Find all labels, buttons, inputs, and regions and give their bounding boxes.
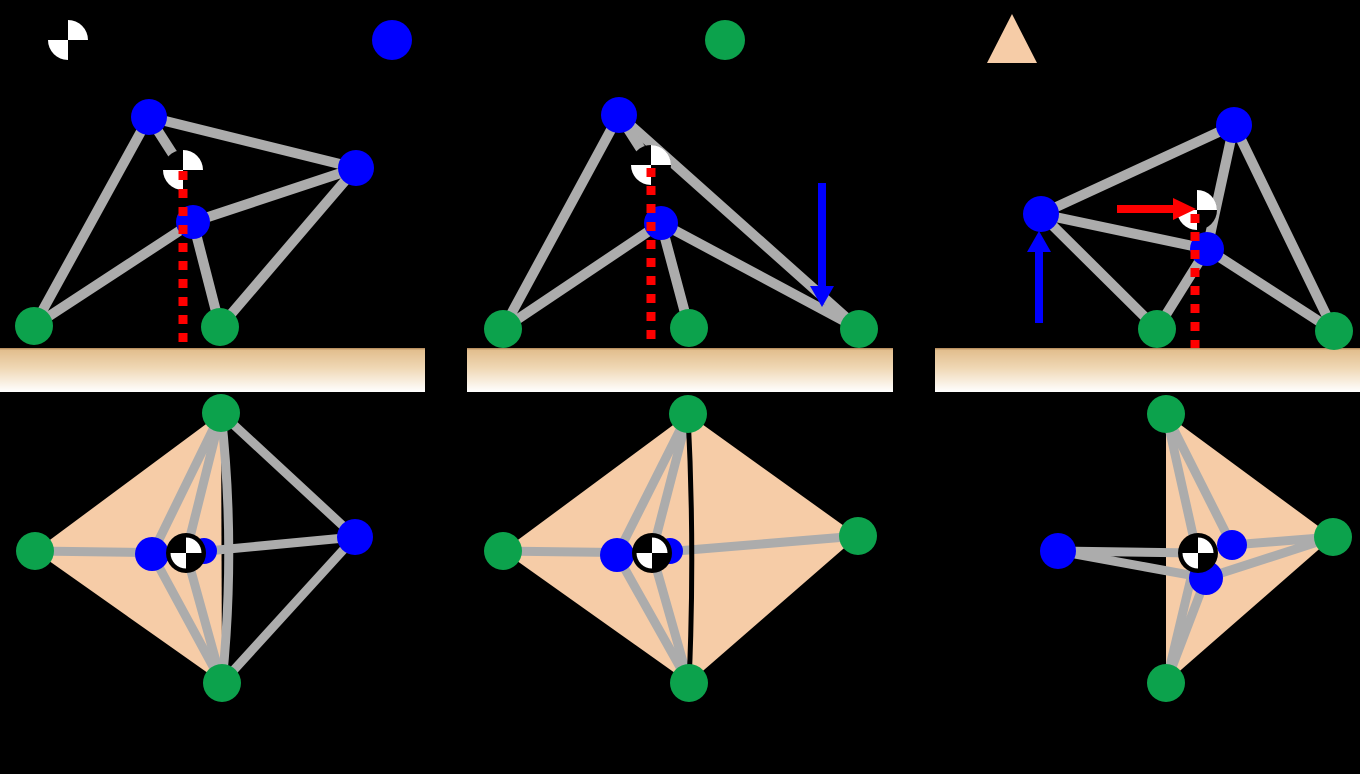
robot-edge <box>218 533 359 687</box>
foot-node <box>839 517 877 555</box>
foot-node <box>15 307 53 345</box>
foot-node <box>1315 312 1353 350</box>
robot-edge <box>658 218 862 334</box>
foot-node <box>670 309 708 347</box>
robot-edge <box>1229 122 1339 334</box>
foot-node <box>669 395 707 433</box>
foot-node <box>202 394 240 432</box>
com-marker <box>1178 533 1218 573</box>
com-wedge-white <box>1182 553 1198 569</box>
robot-edge <box>500 218 664 334</box>
side-view-1 <box>0 99 425 392</box>
robot-edge <box>216 164 360 331</box>
com-marker <box>166 533 206 573</box>
body-node <box>337 519 373 555</box>
robot-edge <box>1202 123 1239 251</box>
robot-edge <box>1161 413 1202 554</box>
foot-node <box>16 532 54 570</box>
lift-up-arrow <box>1027 231 1051 323</box>
diagonal-line <box>216 412 234 684</box>
foot-node <box>201 308 239 346</box>
robot-edge <box>1037 210 1161 333</box>
robot-edge <box>217 409 359 541</box>
robot-edge <box>191 163 358 227</box>
com-wedge-white <box>170 553 186 569</box>
robot-edge <box>1057 546 1207 583</box>
com-wedge-white <box>1197 190 1217 210</box>
body-node <box>135 537 169 571</box>
body-node <box>644 206 678 240</box>
legend-com-icon <box>48 20 88 60</box>
robot-edge <box>1039 209 1209 254</box>
robot-edge <box>181 551 227 685</box>
com-wedge-white <box>631 165 651 185</box>
com-wedge-white <box>651 145 671 165</box>
side-view-2 <box>467 97 893 392</box>
body-node <box>1216 107 1252 143</box>
foot-node <box>840 310 878 348</box>
top-view-1 <box>16 394 373 702</box>
com-wedge-white <box>1198 537 1214 553</box>
robot-edge <box>148 551 226 686</box>
body-node <box>601 97 637 133</box>
robot-edge <box>1204 532 1335 583</box>
robot-edge <box>181 411 226 555</box>
top-view-2 <box>484 395 877 702</box>
robot-edge <box>1204 244 1337 336</box>
body-node <box>600 538 634 572</box>
com-wedge-white <box>163 170 183 190</box>
body-node <box>1217 530 1247 560</box>
ground <box>467 348 893 392</box>
foot-node <box>1314 518 1352 556</box>
com-wedge-white <box>183 150 203 170</box>
foot-node <box>1147 664 1185 702</box>
robot-edge <box>651 531 859 558</box>
foot-node <box>203 664 241 702</box>
ground <box>935 348 1360 392</box>
legend-body-node-icon <box>372 20 412 60</box>
com-shift-arrow <box>1117 198 1196 220</box>
com-marker <box>163 150 203 190</box>
body-node <box>1023 196 1059 232</box>
com-wedge-white <box>636 553 652 569</box>
legend <box>48 14 1037 63</box>
support-polygon <box>1166 414 1333 683</box>
legend-foot-node-icon <box>705 20 745 60</box>
robot-edge <box>147 112 358 173</box>
push-down-arrow <box>810 183 834 307</box>
side-view-3 <box>935 107 1360 392</box>
robot-edge <box>29 114 154 329</box>
body-node <box>131 99 167 135</box>
legend-support-polygon-icon <box>987 14 1037 63</box>
com-marker <box>632 533 672 573</box>
foot-node <box>670 664 708 702</box>
robot-edge <box>1161 411 1237 548</box>
robot-edge <box>1038 120 1237 219</box>
robot-edge <box>647 412 693 555</box>
com-wedge-white <box>652 537 668 553</box>
robot-edge <box>498 112 624 332</box>
robot-edge <box>613 552 693 686</box>
com-wedge-white <box>68 20 88 40</box>
top-view-3 <box>1040 395 1352 702</box>
com-marker <box>631 145 671 185</box>
body-node <box>338 150 374 186</box>
diagonal-line <box>685 413 695 684</box>
foot-node <box>484 532 522 570</box>
foot-node <box>1138 310 1176 348</box>
com-wedge-white <box>48 40 68 60</box>
robot-edge <box>612 411 693 558</box>
foot-node <box>1147 395 1185 433</box>
body-node <box>1040 533 1076 569</box>
robot-edge <box>647 551 694 685</box>
foot-node <box>484 310 522 348</box>
robot-edge <box>147 411 226 556</box>
com-wedge-white <box>186 537 202 553</box>
ground <box>0 348 425 392</box>
robot-edge <box>31 217 196 331</box>
